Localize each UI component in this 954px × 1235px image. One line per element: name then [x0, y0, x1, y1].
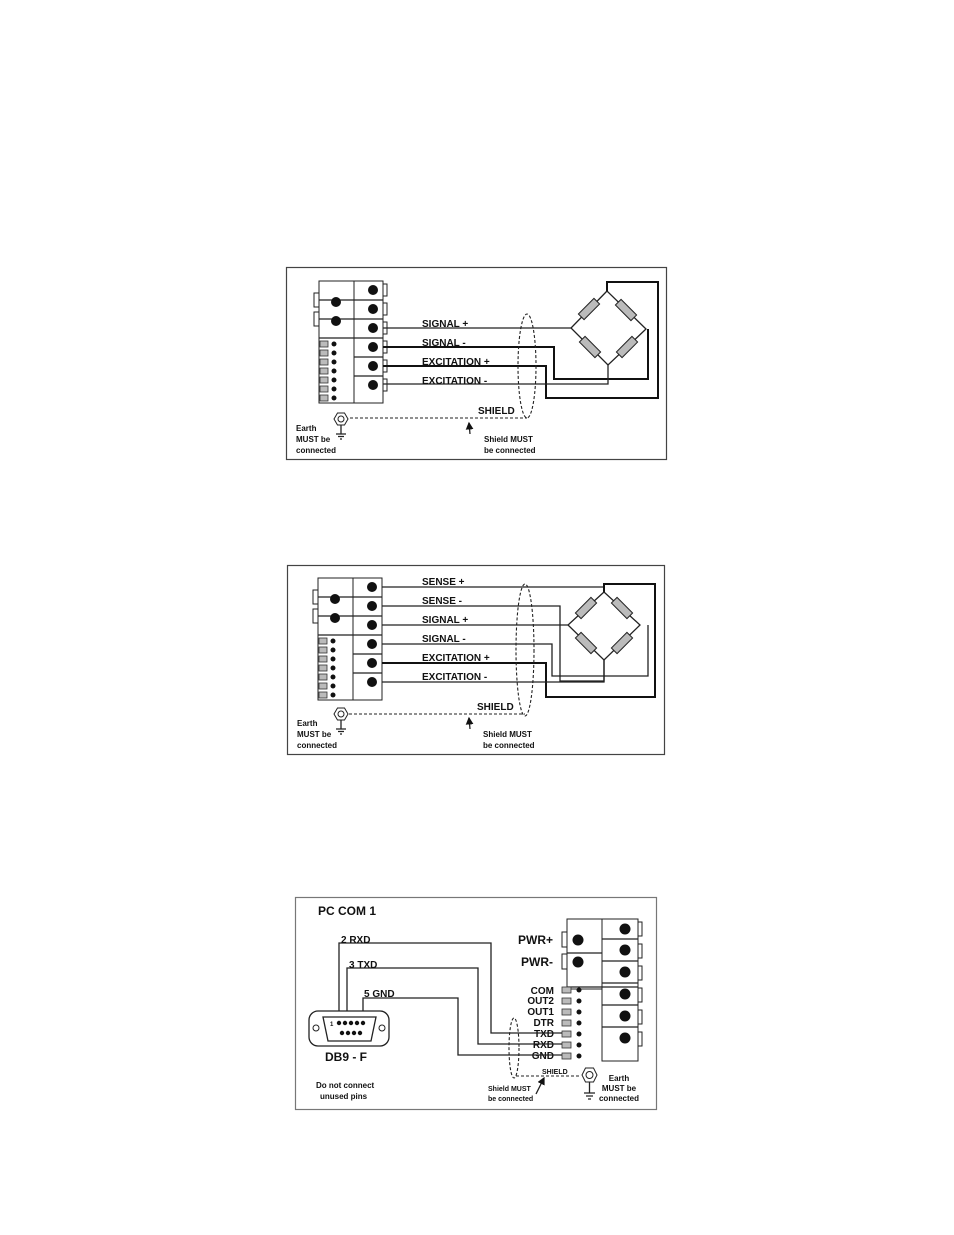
earth-note: MUST be [602, 1084, 637, 1093]
wire-label: SIGNAL - [422, 634, 466, 645]
wire-label: EXCITATION + [422, 653, 490, 664]
terminal-block [561, 918, 643, 1062]
pc-wire-label: 5 GND [364, 989, 395, 1000]
wires [382, 583, 656, 698]
earth-note: Earth [297, 719, 318, 728]
shield-note: be connected [488, 1096, 533, 1103]
terminal-label: DTR [533, 1018, 554, 1029]
shield-note: Shield MUST [488, 1086, 532, 1093]
earth-note: MUST be [296, 435, 331, 444]
load-cell-6-wire-diagram: SENSE + SENSE - SIGNAL + SIGNAL - EXCITA… [286, 564, 666, 756]
wire-label: SENSE - [422, 596, 462, 607]
terminal-label: OUT1 [527, 1007, 554, 1018]
wire-label: SENSE + [422, 577, 465, 588]
diagram-title: PC COM 1 [318, 904, 376, 918]
unused-note: unused pins [320, 1092, 368, 1101]
shield-note: be connected [483, 741, 535, 750]
earth-note: Earth [609, 1074, 630, 1083]
load-cell-bridge [567, 591, 641, 661]
arrow-icon [465, 421, 474, 435]
earth-nut-icon [333, 412, 349, 440]
terminal-block [312, 577, 383, 701]
pc-wire-label: 3 TXD [349, 960, 377, 971]
load-cell-bridge [570, 290, 647, 366]
wires [338, 942, 562, 1056]
pc-com-serial-diagram: PC COM 1 PW [294, 896, 658, 1111]
terminal-label: OUT2 [527, 996, 554, 1007]
shield-label: SHIELD [477, 702, 514, 713]
earth-note: MUST be [297, 730, 332, 739]
shield-ellipse [517, 313, 537, 419]
power-label: PWR+ [518, 933, 553, 947]
unused-note: Do not connect [316, 1081, 375, 1090]
earth-note: Earth [296, 424, 317, 433]
earth-note: connected [297, 741, 337, 750]
wire-label: SIGNAL + [422, 319, 468, 330]
shield-label: SHIELD [478, 406, 515, 417]
shield-ellipse [508, 1017, 520, 1079]
shield-ellipse [515, 583, 535, 717]
wires [383, 281, 659, 399]
shield-note: Shield MUST [483, 730, 532, 739]
terminal-label: TXD [534, 1029, 554, 1040]
power-label: PWR- [521, 955, 553, 969]
earth-note: connected [599, 1094, 639, 1103]
shield-note: be connected [484, 446, 536, 455]
wire-label: SIGNAL - [422, 338, 466, 349]
terminal-label: COM [531, 986, 554, 997]
shield-label: SHIELD [542, 1069, 568, 1076]
pc-wire-label: 2 RXD [341, 935, 370, 946]
pin-label: 1 [330, 1022, 334, 1028]
terminal-label: RXD [533, 1040, 554, 1051]
terminal-block [313, 280, 388, 404]
connector-label: DB9 - F [325, 1050, 367, 1064]
db9-connector-icon: 1 [308, 1010, 390, 1047]
wire-label: SIGNAL + [422, 615, 468, 626]
wire-label: EXCITATION + [422, 357, 490, 368]
earth-nut-icon [333, 707, 349, 735]
earth-nut-icon [581, 1067, 598, 1100]
terminal-label: GND [532, 1051, 554, 1062]
wire-label: EXCITATION - [422, 672, 487, 683]
arrow-icon [535, 1076, 545, 1095]
arrow-icon [465, 716, 474, 730]
load-cell-4-wire-diagram: SIGNAL + SIGNAL - EXCITATION + EXCITATIO… [285, 266, 668, 461]
wire-label: EXCITATION - [422, 376, 487, 387]
earth-note: connected [296, 446, 336, 455]
shield-note: Shield MUST [484, 435, 533, 444]
